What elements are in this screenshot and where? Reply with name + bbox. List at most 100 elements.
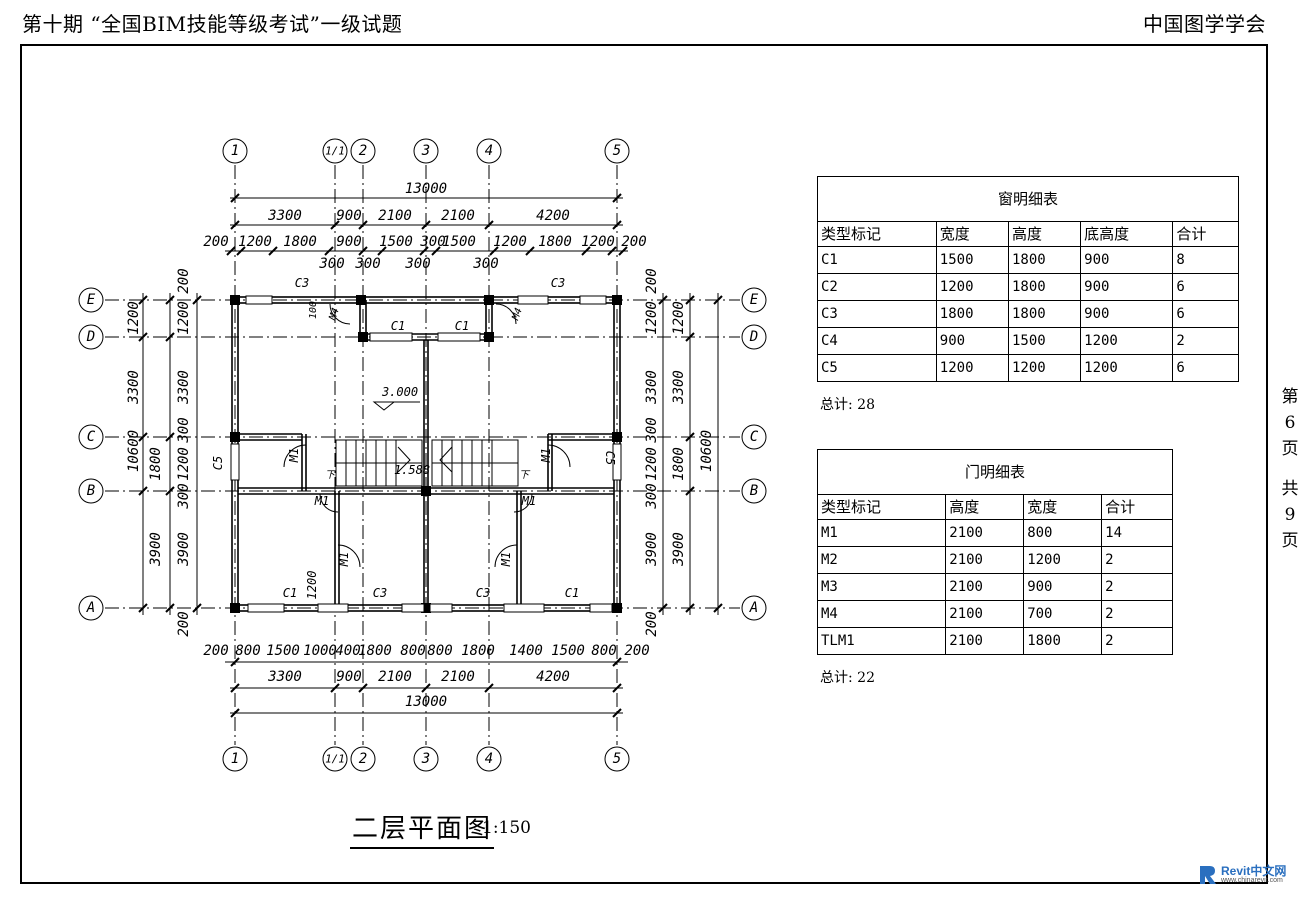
dim-left-detail: 300 [176, 483, 192, 509]
dim-top-detail: 1800 [538, 234, 572, 250]
table-cell: M1 [816, 519, 947, 547]
table-cell: 900 [1080, 246, 1174, 274]
grid-label-row: B [750, 483, 758, 499]
table-cell: 1200 [1007, 354, 1082, 382]
dim-bottom-axis: 3300 [267, 669, 302, 685]
page-number-vertical: 第 6 页 共 9 页 [1279, 384, 1301, 554]
table-header: 合计 [1172, 221, 1239, 247]
label-dim: 100 [308, 301, 319, 319]
page-char: 页 [1281, 531, 1299, 551]
page-char: 第 [1281, 387, 1299, 407]
dim-right-axis: 3300 [671, 370, 687, 405]
table-cell: 1200 [1023, 546, 1103, 574]
table-cell: C5 [817, 354, 937, 382]
grid-label-col: 1 [231, 751, 239, 767]
dim-top-detail: 1200 [238, 234, 272, 250]
table-cell: M2 [816, 546, 947, 574]
grid-label-row: A [749, 600, 758, 616]
label-door: M1 [337, 552, 351, 567]
label-door: M1 [521, 494, 536, 508]
grid-label-row: D [86, 329, 95, 345]
page-char: 页 [1281, 439, 1299, 459]
window-schedule-total: 总计: 28 [820, 397, 875, 413]
dim-top-detail: 1500 [442, 234, 476, 250]
label-door: M1 [499, 552, 513, 567]
table-cell: C4 [817, 327, 937, 355]
dim-left-detail: 1200 [176, 447, 192, 481]
dim-bottom-total: 13000 [405, 694, 447, 710]
grid-label-col: 1/1 [325, 753, 345, 766]
table-cell: 900 [935, 327, 1009, 355]
label-door: M4 [327, 307, 342, 323]
dim-left-axis: 3300 [126, 370, 142, 405]
dim-left-axis: 1200 [126, 301, 142, 335]
grid-label-row: E [87, 292, 96, 308]
dim-left-detail: 200 [176, 268, 192, 293]
dim-top-axis: 900 [336, 208, 361, 224]
window-schedule-title: 窗明细表 [817, 176, 1239, 222]
table-cell: 2 [1101, 573, 1173, 601]
dim-bottom-axis: 2100 [441, 669, 475, 685]
dim-top-detail: 300 [419, 234, 445, 250]
grid-label-col: 1/1 [325, 145, 345, 158]
table-header: 高度 [945, 494, 1025, 520]
dim-bottom-detail: 200 [203, 643, 228, 659]
label-window: C1 [565, 586, 579, 600]
page-char: 9 [1284, 505, 1296, 525]
table-row: M2 2100 1200 2 [816, 546, 1173, 574]
window-schedule: 窗明细表 类型标记 宽度 高度 底高度 合计 C1 1500 1800 900 … [817, 176, 1239, 382]
stair-direction: 下 [325, 470, 337, 481]
grid-label-col: 3 [421, 143, 430, 159]
table-header: 宽度 [1023, 494, 1103, 520]
door-schedule-total: 总计: 22 [820, 670, 875, 686]
label-door: M4 [510, 307, 525, 323]
label-window: C3 [551, 276, 565, 290]
grid-label-col: 4 [485, 751, 493, 767]
table-cell: 700 [1023, 600, 1103, 628]
table-cell: 900 [1080, 273, 1174, 301]
dim-top-axis: 4200 [536, 208, 570, 224]
table-row: C1 1500 1800 900 8 [817, 246, 1239, 274]
table-cell: 6 [1172, 354, 1239, 382]
grid-label-col: 5 [613, 143, 621, 159]
table-cell: 2 [1101, 546, 1173, 574]
table-row: M3 2100 900 2 [816, 573, 1173, 601]
table-cell: 8 [1172, 246, 1239, 274]
table-cell: 1800 [1007, 300, 1082, 328]
grid-label-row: D [749, 329, 758, 345]
dim-right-axis: 3900 [671, 532, 687, 567]
label-door: M1 [314, 494, 329, 508]
table-cell: C3 [817, 300, 937, 328]
dim-right-detail: 1200 [644, 447, 660, 481]
grid-label-row: E [750, 292, 759, 308]
table-cell: 2 [1172, 327, 1239, 355]
table-cell: 2 [1101, 600, 1173, 628]
dim-top-sub: 300 [354, 256, 380, 272]
table-row: M4 2100 700 2 [816, 600, 1173, 628]
dim-top-detail: 1200 [581, 234, 615, 250]
dim-top-detail: 1500 [379, 234, 413, 250]
table-cell: 2 [1101, 627, 1173, 655]
table-cell: 900 [1023, 573, 1103, 601]
dim-left-detail: 1200 [176, 301, 192, 335]
table-row: C4 900 1500 1200 2 [817, 327, 1239, 355]
table-cell: M4 [816, 600, 947, 628]
dim-right-axis: 1200 [671, 301, 687, 335]
grid-label-row: C [87, 429, 96, 445]
table-cell: 1200 [1080, 327, 1174, 355]
dim-bottom-detail: 1800 [461, 643, 495, 659]
revit-logo-icon [1200, 866, 1216, 884]
table-header: 高度 [1007, 221, 1082, 247]
label-window: C1 [391, 319, 405, 333]
level-mark: 3.000 [381, 385, 418, 399]
page-char: 6 [1284, 413, 1296, 433]
table-row: TLM1 2100 1800 2 [816, 627, 1173, 655]
label-window: C5 [211, 456, 225, 470]
grid-label-row: C [750, 429, 759, 445]
dim-left-total: 10600 [126, 430, 142, 472]
table-cell: 1200 [935, 273, 1009, 301]
grid-label-row: A [86, 600, 95, 616]
table-cell: 1800 [935, 300, 1009, 328]
label-window: C1 [283, 586, 297, 600]
